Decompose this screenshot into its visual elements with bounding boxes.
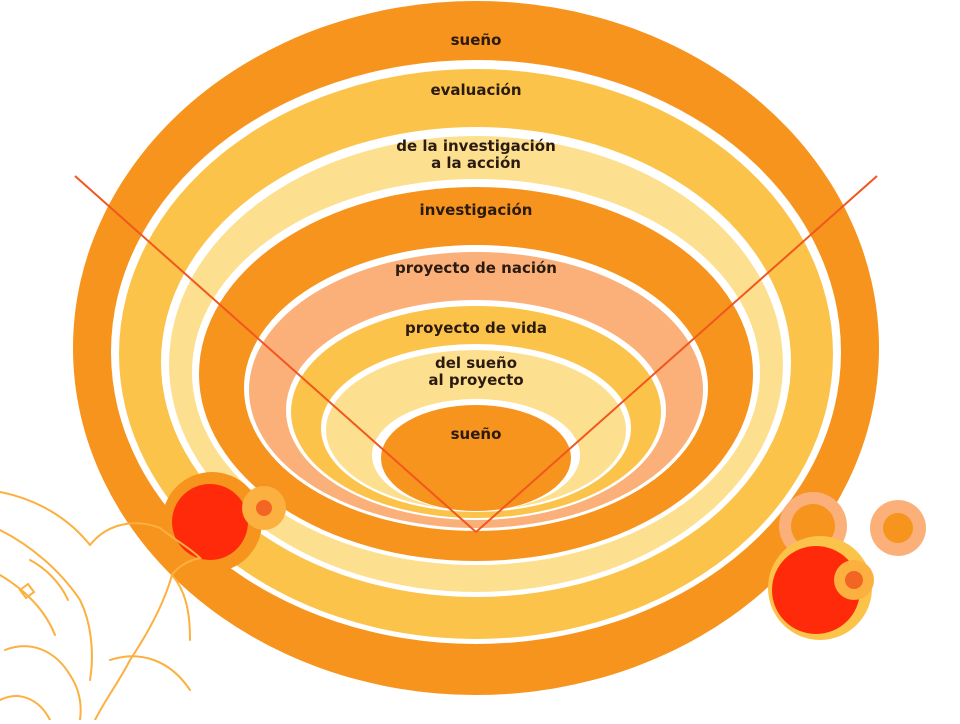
- bubbles-left: [162, 472, 286, 572]
- v-line-right: [475, 175, 878, 533]
- ring-6-label: proyecto de vida: [405, 319, 547, 337]
- ring-7-label: del sueño al proyecto: [428, 354, 524, 389]
- dove-outline: [0, 491, 203, 721]
- ring-8-shape: [381, 405, 571, 511]
- ring-2-label: evaluación: [430, 81, 522, 99]
- bubbles-right: [768, 492, 926, 640]
- v-line-left: [74, 175, 477, 533]
- ring-8-label: sueño: [450, 425, 502, 443]
- ring-4-label: investigación: [419, 201, 533, 219]
- ring-5-label: proyecto de nación: [395, 259, 557, 277]
- ring-1-label: sueño: [450, 31, 502, 49]
- ring-3-label: de la investigación a la acción: [396, 137, 556, 172]
